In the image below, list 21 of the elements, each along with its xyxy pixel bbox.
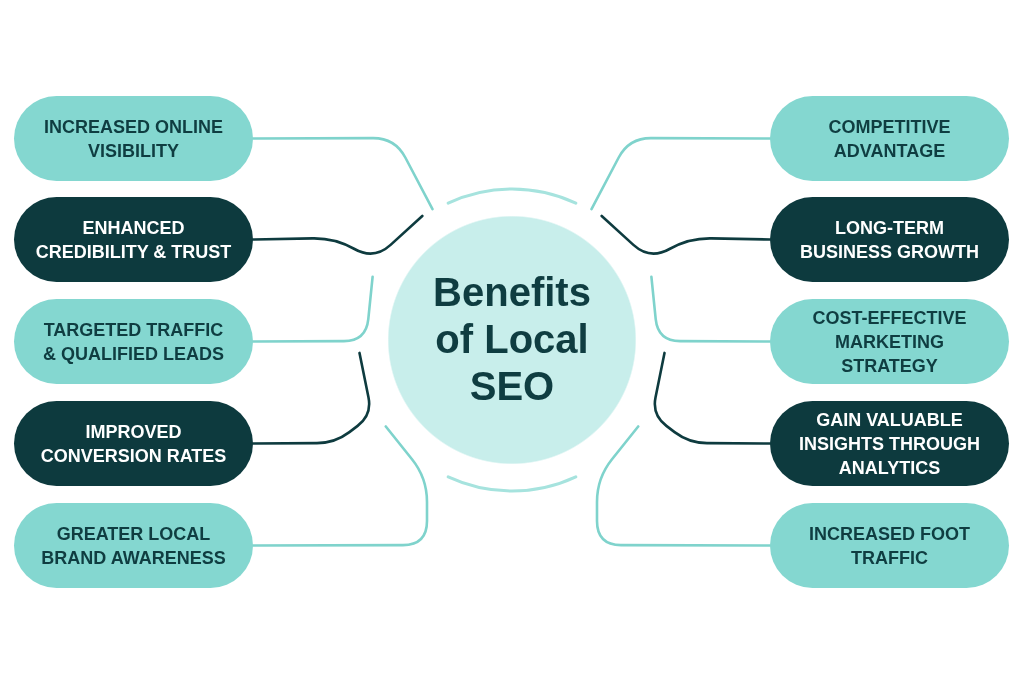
- connector-line: [251, 351, 371, 445]
- benefit-label: ENHANCED CREDIBILITY & TRUST: [34, 216, 233, 264]
- benefit-label: GREATER LOCAL BRAND AWARENESS: [40, 522, 227, 570]
- connector-line: [600, 214, 772, 255]
- connector-line: [590, 136, 772, 211]
- benefit-label: IMPROVED CONVERSION RATES: [39, 420, 228, 468]
- benefit-label: INCREASED ONLINE VISIBILITY: [43, 115, 224, 163]
- connector-line: [251, 425, 429, 547]
- connector-line: [653, 351, 772, 445]
- benefit-label: GAIN VALUABLE INSIGHTS THROUGH ANALYTICS: [798, 408, 981, 480]
- connector-line: [251, 275, 374, 343]
- benefit-label: COMPETITIVE ADVANTAGE: [827, 115, 952, 163]
- hub-title: Benefits of Local SEO: [432, 269, 592, 410]
- benefit-label: TARGETED TRAFFIC & QUALIFIED LEADS: [42, 318, 225, 366]
- connector-line: [251, 214, 424, 255]
- connector-line: [595, 425, 772, 547]
- benefit-label: COST-EFFECTIVE MARKETING STRATEGY: [811, 306, 968, 378]
- connector-line: [251, 136, 434, 211]
- benefit-label: INCREASED FOOT TRAFFIC: [808, 522, 971, 570]
- connector-line: [650, 275, 772, 343]
- benefit-label: LONG-TERM BUSINESS GROWTH: [799, 216, 980, 264]
